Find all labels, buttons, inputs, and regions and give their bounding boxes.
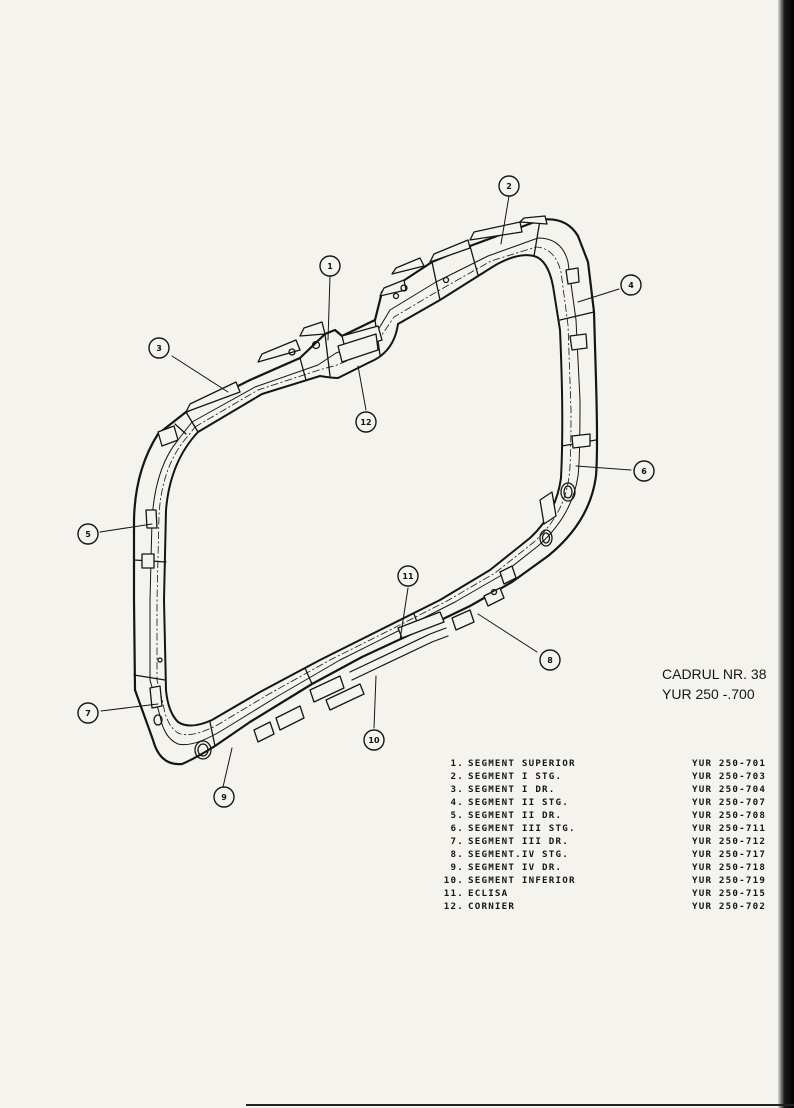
part-name: SEGMENT II DR. (468, 810, 563, 821)
parts-list-row: 4. SEGMENT II STG. YUR 250-707 (404, 796, 766, 809)
callout-num-6: 6 (641, 467, 647, 476)
part-number: 7. (450, 836, 464, 847)
callout-circle-6 (633, 460, 655, 482)
parts-list-row: 5. SEGMENT II DR. YUR 250-708 (404, 809, 766, 822)
callout-circle-2 (498, 175, 520, 197)
part-name: ECLISA (468, 888, 509, 899)
part-number: 8. (450, 849, 464, 860)
callout-num-2: 2 (506, 182, 512, 191)
part-name: SEGMENT I STG. (468, 771, 563, 782)
callout-circle-4 (620, 274, 642, 296)
part-name: SEGMENT III STG. (468, 823, 576, 834)
scan-edge-shadow (778, 0, 794, 1108)
part-code: YUR 250-712 (692, 836, 767, 847)
callout-circle-5 (77, 523, 99, 545)
parts-list-row: 10. SEGMENT INFERIOR YUR 250-719 (404, 874, 766, 887)
part-number: 10. (443, 875, 464, 886)
part-code: YUR 250-711 (692, 823, 767, 834)
part-name: CORNIER (468, 901, 516, 912)
part-number: 3. (450, 784, 464, 795)
parts-list-row: 9. SEGMENT IV DR. YUR 250-718 (404, 861, 766, 874)
parts-list-row: 8. SEGMENT.IV STG. YUR 250-717 (404, 848, 766, 861)
part-number: 6. (450, 823, 464, 834)
parts-list-row: 2. SEGMENT I STG. YUR 250-703 (404, 770, 766, 783)
callout-circle-11 (397, 565, 419, 587)
eclisa-strip (349, 627, 449, 681)
parts-list-body: 1. SEGMENT SUPERIOR YUR 250-701 2. SEGMENT I… (404, 757, 766, 913)
parts-list-row: 1. SEGMENT SUPERIOR YUR 250-701 (404, 757, 766, 770)
drawing-title-block: CADRUL NR. 38 YUR 250 -.700 (662, 664, 767, 704)
part-code: YUR 250-702 (692, 901, 767, 912)
part-number: 4. (450, 797, 464, 808)
part-code: YUR 250-701 (692, 758, 767, 769)
callout-num-11: 11 (402, 572, 414, 581)
part-number: 5. (450, 810, 464, 821)
part-number: 2. (450, 771, 464, 782)
part-name: SEGMENT INFERIOR (468, 875, 576, 886)
part-name: SEGMENT III DR. (468, 836, 569, 847)
parts-list-row: 7. SEGMENT III DR. YUR 250-712 (404, 835, 766, 848)
part-number: 12. (443, 901, 464, 912)
part-name: SEGMENT SUPERIOR (468, 758, 576, 769)
callout-num-7: 7 (85, 709, 91, 718)
callout-numbers: 1 2 3 4 5 6 7 8 9 10 11 12 (85, 182, 647, 802)
part-number: 1. (450, 758, 464, 769)
part-code: YUR 250-708 (692, 810, 767, 821)
callout-num-5: 5 (85, 530, 91, 539)
part-name: SEGMENT IV DR. (468, 862, 563, 873)
frame-inner-contour (163, 254, 564, 727)
part-code: YUR 250-718 (692, 862, 767, 873)
bottom-rule-line (246, 1104, 794, 1106)
part-code: YUR 250-703 (692, 771, 767, 782)
parts-list-table: 1. SEGMENT SUPERIOR YUR 250-701 2. SEGMENT I… (404, 757, 766, 913)
callout-circle-9 (213, 786, 235, 808)
part-code: YUR 250-717 (692, 849, 767, 860)
callout-num-3: 3 (156, 344, 162, 353)
frame-holes (153, 276, 576, 760)
part-name: SEGMENT I DR. (468, 784, 556, 795)
callout-circles (77, 175, 655, 808)
frame-assembly-code: YUR 250 -.700 (662, 686, 755, 702)
part-number: 9. (450, 862, 464, 873)
part-name: SEGMENT.IV STG. (468, 849, 569, 860)
parts-list-row: 11. ECLISA YUR 250-715 (404, 887, 766, 900)
callout-num-12: 12 (360, 418, 371, 427)
callout-circle-10 (363, 729, 385, 751)
callout-num-1: 1 (327, 262, 333, 271)
frame-outer-contour (132, 218, 599, 766)
parts-list-row: 6. SEGMENT III STG. YUR 250-711 (404, 822, 766, 835)
part-number: 11. (443, 888, 464, 899)
callout-num-4: 4 (628, 281, 634, 290)
frame-centerline (156, 246, 572, 736)
segment-joints (133, 219, 597, 747)
frame-tabs (141, 215, 591, 743)
part-code: YUR 250-719 (692, 875, 767, 886)
frame-title: CADRUL NR. 38 (662, 666, 767, 682)
part-code: YUR 250-715 (692, 888, 767, 899)
callout-num-8: 8 (547, 656, 553, 665)
part-code: YUR 250-704 (692, 784, 767, 795)
callout-num-9: 9 (221, 793, 227, 802)
frame-middle-contour (149, 237, 581, 746)
callout-circle-1 (319, 255, 341, 277)
callout-circle-8 (539, 649, 561, 671)
part-name: SEGMENT II STG. (468, 797, 569, 808)
callout-circle-12 (355, 411, 377, 433)
part-code: YUR 250-707 (692, 797, 767, 808)
cornier-bracket (337, 333, 379, 363)
callout-circle-7 (77, 702, 99, 724)
parts-list-row: 12. CORNIER YUR 250-702 (404, 900, 766, 913)
callout-num-10: 10 (368, 736, 380, 745)
parts-list-row: 3. SEGMENT I DR. YUR 250-704 (404, 783, 766, 796)
leader-lines (99, 195, 632, 788)
callout-circle-3 (148, 337, 170, 359)
